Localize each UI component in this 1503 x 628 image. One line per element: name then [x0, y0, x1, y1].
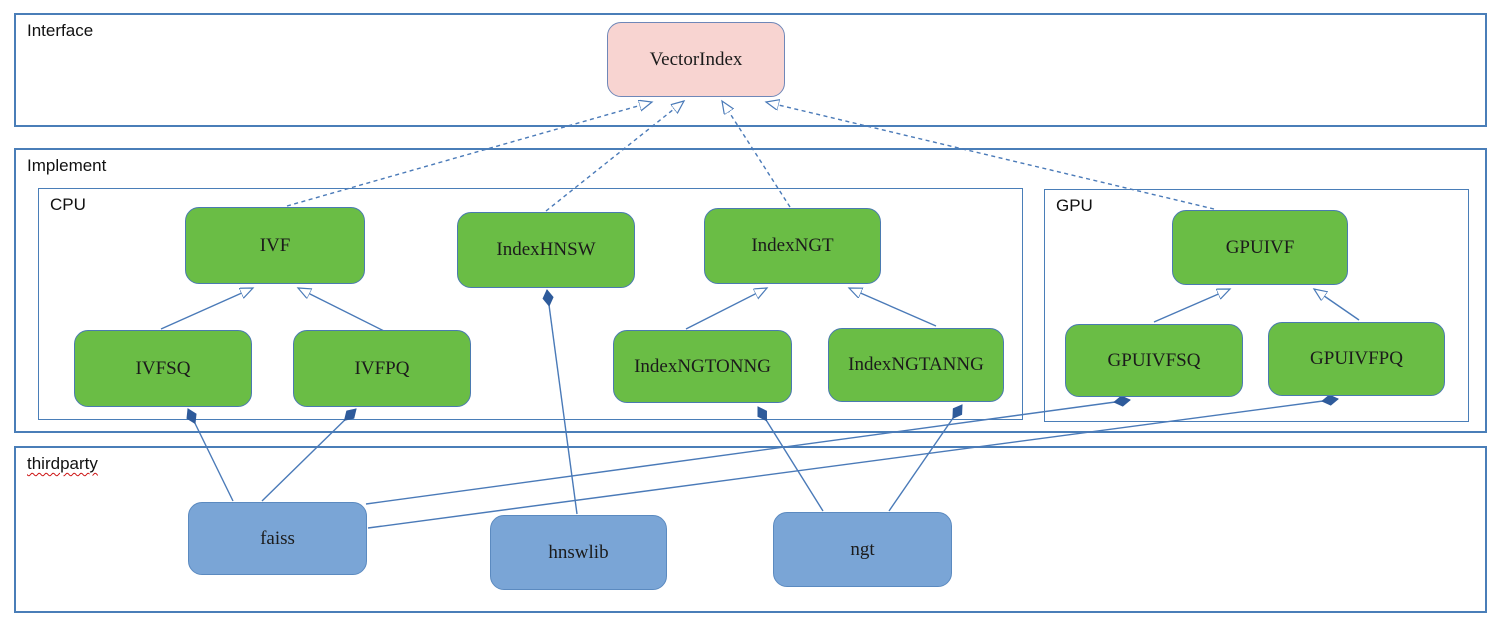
node-ngt: ngt: [773, 512, 952, 587]
node-gpuivfsq: GPUIVFSQ: [1065, 324, 1243, 397]
node-indexhnsw-label: IndexHNSW: [496, 239, 596, 260]
node-hnswlib: hnswlib: [490, 515, 667, 590]
node-indexhnsw: IndexHNSW: [457, 212, 635, 288]
node-gpuivf-label: GPUIVF: [1225, 236, 1295, 258]
container-gpu-label: GPU: [1056, 196, 1093, 215]
node-ivf: IVF: [185, 207, 365, 284]
node-gpuivfpq: GPUIVFPQ: [1268, 322, 1445, 396]
node-gpuivf: GPUIVF: [1172, 210, 1348, 285]
container-thirdparty-label: thirdparty: [27, 454, 98, 473]
node-vectorindex: VectorIndex: [607, 22, 785, 97]
node-faiss-label: faiss: [260, 527, 295, 549]
container-implement-label: Implement: [27, 156, 107, 175]
node-gpuivfsq-label: GPUIVFSQ: [1107, 349, 1201, 371]
node-indexngt: IndexNGT: [704, 208, 881, 284]
node-indexngt-label: IndexNGT: [751, 235, 834, 256]
node-ivfpq-label: IVFPQ: [354, 357, 410, 379]
node-faiss: faiss: [188, 502, 367, 575]
node-indexngtonng-label: IndexNGTONNG: [634, 355, 771, 377]
node-indexngtanng: IndexNGTANNG: [828, 328, 1004, 402]
node-indexngtonng: IndexNGTONNG: [613, 330, 792, 403]
node-hnswlib-label: hnswlib: [548, 541, 609, 563]
node-ivf-label: IVF: [259, 234, 291, 256]
node-gpuivfpq-label: GPUIVFPQ: [1310, 348, 1403, 369]
node-ivfsq-label: IVFSQ: [135, 357, 191, 379]
container-interface-label: Interface: [27, 21, 94, 40]
node-ivfpq: IVFPQ: [293, 330, 471, 407]
node-vectorindex-label: VectorIndex: [649, 48, 743, 70]
node-indexngtanng-label: IndexNGTANNG: [848, 354, 984, 375]
container-cpu-label: CPU: [50, 195, 86, 214]
node-ngt-label: ngt: [850, 538, 875, 560]
node-ivfsq: IVFSQ: [74, 330, 252, 407]
